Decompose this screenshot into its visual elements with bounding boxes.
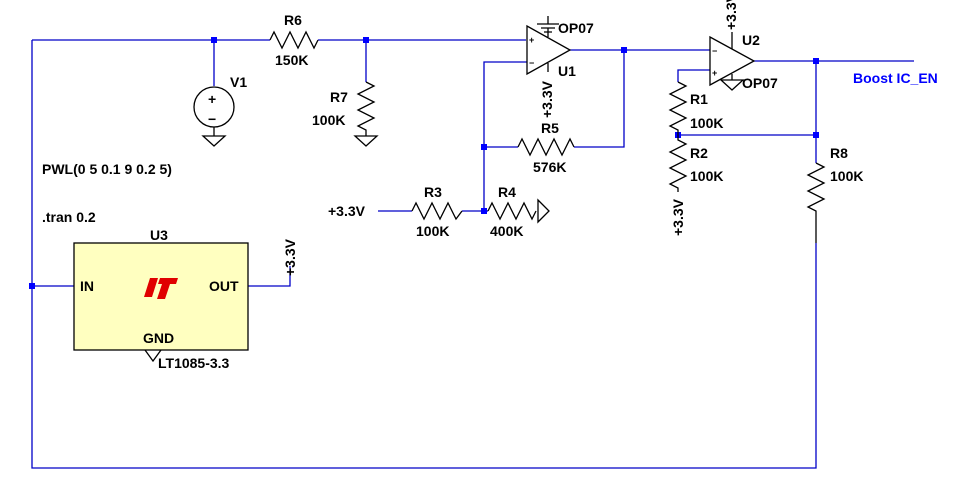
ground-symbol bbox=[201, 135, 227, 147]
u3-out-net-label: +3.3V bbox=[282, 238, 298, 276]
junction-dot bbox=[481, 208, 487, 214]
v1-pwl-spec: PWL(0 5 0.1 9 0.2 5) bbox=[42, 161, 172, 177]
resistor-r3[interactable]: R3 100K bbox=[411, 184, 463, 239]
r6-value: 150K bbox=[275, 52, 308, 68]
u2-plus-pin: + bbox=[712, 68, 717, 78]
wire-u1-minus-loop bbox=[483, 61, 527, 211]
junction-dot bbox=[621, 47, 627, 53]
wire-left-rail bbox=[31, 40, 817, 469]
regulator-u3[interactable]: U3 IN OUT GND LT1085-3.3 +3.3V bbox=[73, 227, 298, 371]
r3-name: R3 bbox=[424, 184, 442, 200]
r6-name: R6 bbox=[284, 12, 302, 28]
resistor-r5[interactable]: R5 576K bbox=[517, 120, 575, 175]
wire-u3-out bbox=[248, 266, 291, 287]
r8-name: R8 bbox=[830, 145, 848, 161]
wire-r5-right bbox=[574, 50, 625, 148]
resistor-r4[interactable]: R4 400K bbox=[487, 184, 537, 239]
u2-name: U2 bbox=[742, 32, 760, 48]
v1-plus-sign: + bbox=[208, 91, 216, 107]
junction-dot bbox=[363, 37, 369, 43]
junction-dot bbox=[211, 37, 217, 43]
ground-symbol bbox=[353, 135, 379, 147]
opamp-u2[interactable]: − + U2 OP07 +3.3V bbox=[709, 0, 778, 91]
junction-dot bbox=[813, 132, 819, 138]
junction-dot bbox=[29, 283, 35, 289]
u1-name: U1 bbox=[558, 63, 576, 79]
u1-plus-pin: + bbox=[529, 35, 534, 45]
r3-value: 100K bbox=[416, 223, 449, 239]
u3-part-number: LT1085-3.3 bbox=[158, 355, 230, 371]
ground-symbol bbox=[719, 79, 745, 91]
r4-value: 400K bbox=[490, 223, 523, 239]
r4-name: R4 bbox=[498, 184, 516, 200]
wire-u2-minus bbox=[677, 69, 710, 82]
r2-value: 100K bbox=[690, 168, 723, 184]
r1-name: R1 bbox=[690, 91, 708, 107]
u1-supply-label: +3.3V bbox=[539, 80, 555, 118]
resistor-r6[interactable]: R6 150K bbox=[269, 12, 319, 68]
u3-name: U3 bbox=[150, 227, 168, 243]
u3-pin-in: IN bbox=[80, 278, 94, 294]
r5-value: 576K bbox=[533, 159, 566, 175]
opamp-u1[interactable]: + − U1 OP07 +3.3V bbox=[526, 20, 594, 118]
r1-value: 100K bbox=[690, 115, 723, 131]
output-net-label: Boost IC_EN bbox=[853, 70, 938, 86]
u3-pin-out: OUT bbox=[209, 278, 239, 294]
junction-dot bbox=[481, 144, 487, 150]
resistor-r7[interactable]: R7 100K bbox=[312, 81, 376, 136]
resistor-r1[interactable]: R1 100K bbox=[668, 81, 723, 135]
resistor-r2[interactable]: R2 100K bbox=[668, 135, 723, 192]
v1-minus-sign: − bbox=[208, 111, 216, 127]
r2-supply-label: +3.3V bbox=[670, 198, 686, 236]
tran-directive: .tran 0.2 bbox=[42, 209, 96, 225]
r5-name: R5 bbox=[541, 120, 559, 136]
v1-name: V1 bbox=[230, 74, 247, 90]
r2-name: R2 bbox=[690, 145, 708, 161]
u1-minus-pin: − bbox=[529, 58, 534, 68]
wires bbox=[31, 39, 914, 469]
u1-model: OP07 bbox=[558, 20, 594, 36]
junction-dot bbox=[813, 58, 819, 64]
r7-name: R7 bbox=[330, 89, 348, 105]
u2-model: OP07 bbox=[742, 75, 778, 91]
u3-pin-gnd: GND bbox=[143, 330, 174, 346]
r7-value: 100K bbox=[312, 112, 345, 128]
ground-symbol bbox=[537, 198, 550, 224]
ground-symbol bbox=[537, 16, 559, 33]
resistor-r8[interactable]: R8 100K bbox=[806, 145, 863, 243]
u2-supply-label: +3.3V bbox=[723, 0, 739, 30]
u2-minus-pin: − bbox=[712, 46, 717, 56]
r3-supply-label: +3.3V bbox=[328, 203, 366, 219]
linear-tech-logo-icon bbox=[144, 278, 178, 299]
voltage-source-v1[interactable]: + − V1 bbox=[193, 74, 247, 136]
r8-value: 100K bbox=[830, 168, 863, 184]
